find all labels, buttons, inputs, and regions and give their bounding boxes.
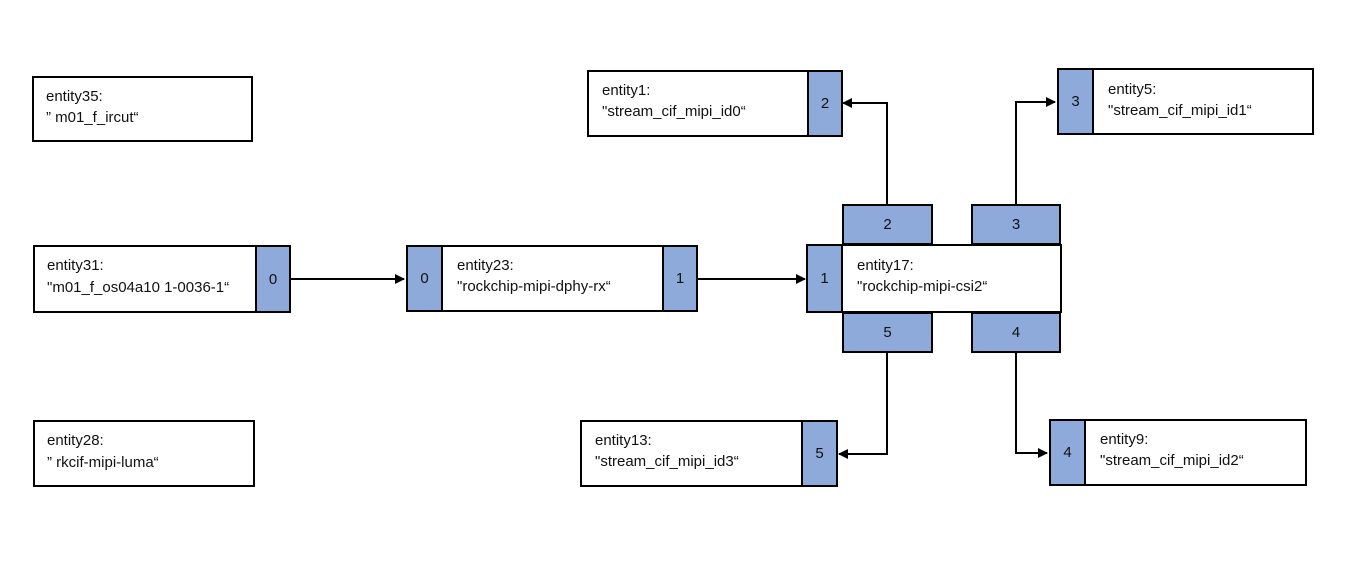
- link-e17-to-e13: [838, 353, 888, 459]
- entity23-node: entity23: "rockchip-mipi-dphy-rx“: [406, 245, 698, 312]
- entity17-pad-1: 1: [806, 244, 843, 313]
- entity28-node: entity28: ” rkcif-mipi-luma“: [33, 420, 255, 487]
- entity1-pad-2: 2: [807, 70, 843, 137]
- entity31-node: entity31: "m01_f_os04a10 1-0036-1“: [33, 245, 291, 313]
- entity5-node: entity5: "stream_cif_mipi_id1“: [1057, 68, 1314, 135]
- entity17-pad-5: 5: [842, 312, 933, 353]
- entity13-id: entity13:: [595, 432, 652, 449]
- entity17-id: entity17:: [857, 257, 914, 274]
- entity28-id: entity28:: [47, 432, 104, 449]
- entity13-node: entity13: "stream_cif_mipi_id3“: [580, 420, 838, 487]
- entity9-id: entity9:: [1100, 431, 1149, 448]
- entity31-id: entity31:: [47, 257, 104, 274]
- entity17-pad-2: 2: [842, 204, 933, 245]
- entity17-name: "rockchip-mipi-csi2“: [857, 278, 988, 295]
- entity17-node: entity17: "rockchip-mipi-csi2“: [806, 244, 1062, 313]
- entity17-pad-4: 4: [971, 312, 1061, 353]
- link-e17-to-e5: [1015, 97, 1056, 205]
- entity31-pad-0: 0: [255, 245, 291, 313]
- entity31-name: "m01_f_os04a10 1-0036-1“: [47, 279, 230, 296]
- entity1-node: entity1: "stream_cif_mipi_id0“: [587, 70, 843, 137]
- entity23-id: entity23:: [457, 257, 514, 274]
- entity17-pad-3: 3: [971, 204, 1061, 245]
- entity35-node: entity35: ” m01_f_ircut“: [32, 76, 253, 142]
- entity23-name: "rockchip-mipi-dphy-rx“: [457, 278, 611, 295]
- entity1-name: "stream_cif_mipi_id0“: [602, 103, 746, 120]
- entity9-pad-4: 4: [1049, 419, 1086, 486]
- entity9-name: "stream_cif_mipi_id2“: [1100, 452, 1244, 469]
- entity1-id: entity1:: [602, 82, 651, 99]
- link-e17-to-e1: [842, 98, 888, 205]
- entity28-name: ” rkcif-mipi-luma“: [47, 454, 159, 471]
- entity5-name: "stream_cif_mipi_id1“: [1108, 102, 1252, 119]
- entity23-pad-1: 1: [662, 245, 698, 312]
- entity35-id: entity35:: [46, 88, 103, 105]
- entity13-pad-5: 5: [801, 420, 838, 487]
- entity5-pad-3: 3: [1057, 68, 1094, 135]
- link-e17-to-e9: [1015, 353, 1048, 458]
- entity35-name: ” m01_f_ircut“: [46, 109, 139, 126]
- entity9-node: entity9: "stream_cif_mipi_id2“: [1049, 419, 1307, 486]
- entity23-pad-0: 0: [406, 245, 443, 312]
- entity5-id: entity5:: [1108, 81, 1157, 98]
- entity13-name: "stream_cif_mipi_id3“: [595, 453, 739, 470]
